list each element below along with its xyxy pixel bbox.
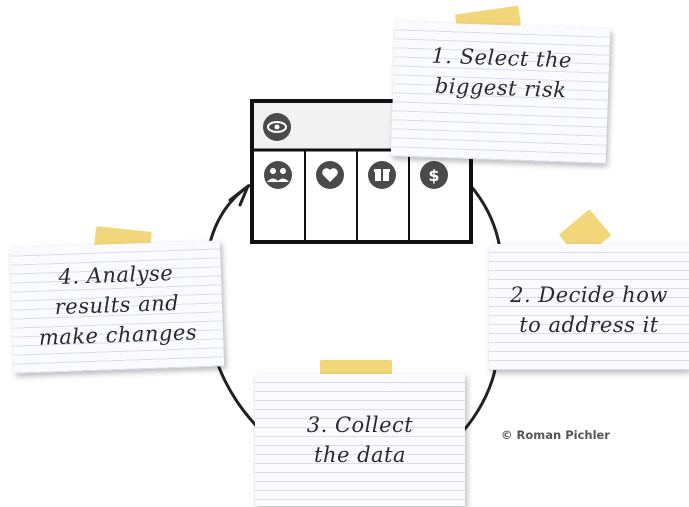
step-4-text: 4. Analyse results and make changes xyxy=(38,261,198,350)
gift-icon xyxy=(368,161,396,189)
arrow-head xyxy=(228,184,250,207)
step-4-note: 4. Analyse results and make changes xyxy=(9,240,225,374)
eye-icon xyxy=(263,113,291,141)
step-1-note: 1. Select the biggest risk xyxy=(390,21,611,164)
step-3-text: 3. Collect the data xyxy=(306,413,414,467)
step-3-note: 3. Collect the data xyxy=(255,374,465,506)
copyright-text: © Roman Pichler xyxy=(501,428,610,442)
svg-text:$: $ xyxy=(428,166,439,185)
heart-icon xyxy=(316,161,344,189)
step-2-text: 2. Decide how to address it xyxy=(510,283,668,337)
step-2-note: 2. Decide how to address it xyxy=(489,244,689,370)
users-icon xyxy=(264,161,292,189)
step-1-text: 1. Select the biggest risk xyxy=(431,43,573,103)
dollar-icon: $ xyxy=(420,161,448,189)
